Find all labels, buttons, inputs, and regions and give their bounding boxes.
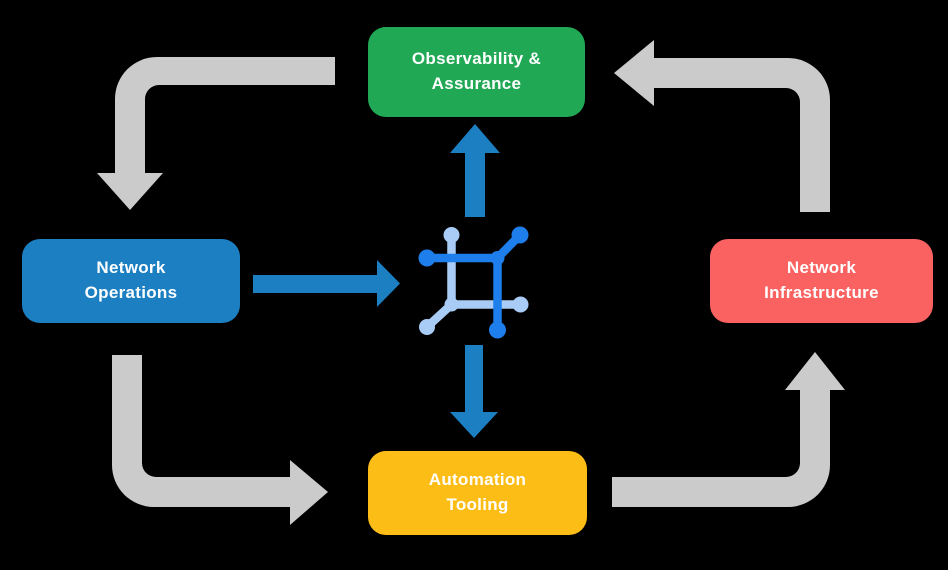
node-label-line: Network [786, 258, 857, 278]
arrow-automation-to-infrastructure [612, 352, 845, 507]
node-label-line: Tooling [446, 495, 509, 514]
arrow-center-to-automation [450, 345, 498, 438]
arrow-operations-to-automation [112, 355, 328, 525]
network-node-dot [489, 321, 506, 339]
network-node-dot [443, 227, 460, 243]
node-label-line: Infrastructure [764, 283, 879, 302]
network-junction-dot [490, 251, 505, 265]
node-label-line: Network [96, 258, 166, 278]
node-automation-tooling: Automation Tooling [368, 451, 587, 535]
node-label-line: Automation [428, 470, 527, 490]
node-network-infrastructure: Network Infrastructure [710, 239, 933, 323]
network-node-dot [511, 226, 529, 244]
arrow-operations-to-center [253, 260, 400, 307]
node-network-operations: Network Operations [22, 239, 240, 323]
node-label-line: Operations [84, 283, 178, 302]
network-junction-dot [444, 297, 459, 312]
network-node-dot [418, 249, 436, 267]
network-node-dot [419, 319, 435, 335]
network-node-dot [512, 296, 529, 313]
arrow-infrastructure-to-observability [614, 40, 830, 212]
node-observability-assurance: Observability & Assurance [368, 27, 585, 117]
arrow-observability-to-operations [97, 57, 335, 210]
node-label-line: Assurance [431, 74, 522, 93]
node-label-line: Observability & [411, 49, 542, 69]
arrow-center-to-observability [450, 124, 500, 217]
network-mesh-icon [418, 226, 529, 339]
